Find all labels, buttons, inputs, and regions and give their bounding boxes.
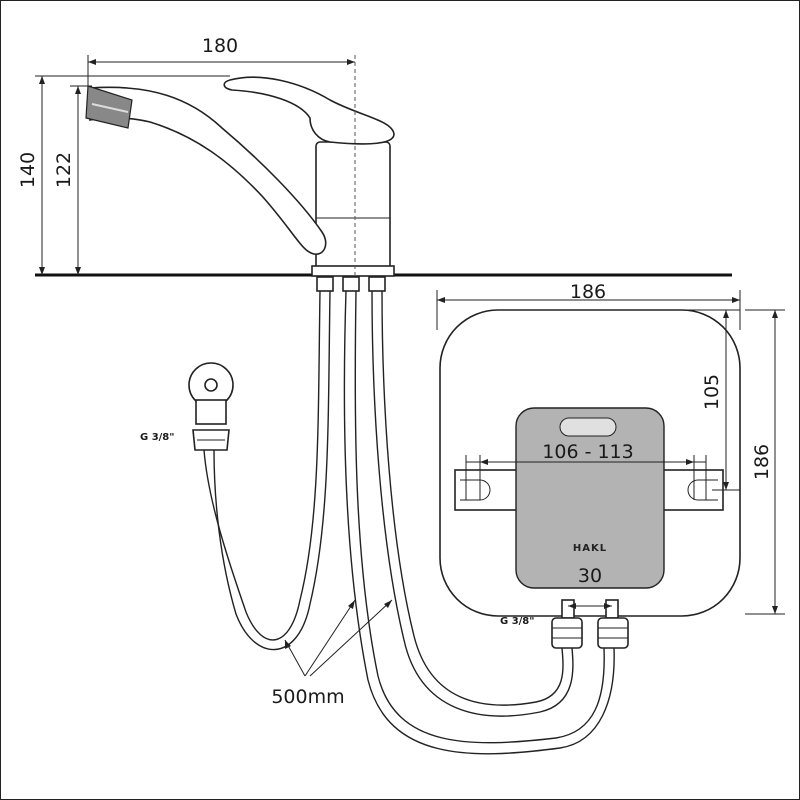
- tap-body: [315, 141, 391, 271]
- dim-tap-width: 180: [87, 35, 355, 86]
- valve-thread-label: G 3/8": [140, 432, 174, 443]
- hose-length-callout: 500mm: [271, 599, 393, 708]
- dim-tap-total-height-label: 140: [17, 152, 39, 188]
- dim-tap-heights: 140 122: [17, 75, 230, 275]
- hose-length-label: 500mm: [271, 686, 344, 708]
- dim-tap-width-label: 180: [202, 35, 238, 57]
- front-panel: [515, 407, 665, 589]
- dim-mount-spacing-label: 106 - 113: [542, 441, 633, 463]
- heater-thread-label: G 3/8": [500, 616, 534, 627]
- tap-lever: [223, 76, 395, 145]
- dim-heater-height-label: 186: [751, 444, 773, 480]
- mixer-tap: [85, 55, 395, 282]
- dim-heater-upper-label: 105: [701, 374, 723, 410]
- outlet-right: [597, 617, 629, 649]
- dim-outlet-spacing: 30: [568, 565, 612, 609]
- dim-mount-spacing: 106 - 113: [465, 441, 707, 500]
- brand-logo: HAKL: [573, 543, 607, 554]
- dim-heater-upper: 105: [680, 309, 740, 491]
- dim-outlet-spacing-label: 30: [578, 565, 602, 587]
- tap-base: [311, 265, 395, 277]
- flex-hoses: [203, 290, 615, 755]
- indicator-window: [559, 417, 617, 437]
- tap-connectors: [316, 276, 386, 292]
- outlet-left: [551, 617, 583, 649]
- dim-spout-height-label: 122: [53, 152, 75, 188]
- dim-heater-height: 186: [745, 309, 785, 615]
- dim-heater-width: 186: [436, 281, 741, 330]
- dim-heater-width-label: 186: [570, 281, 606, 303]
- angle-valve: G 3/8": [140, 362, 234, 451]
- water-heater: HAKL G 3/8": [439, 309, 741, 649]
